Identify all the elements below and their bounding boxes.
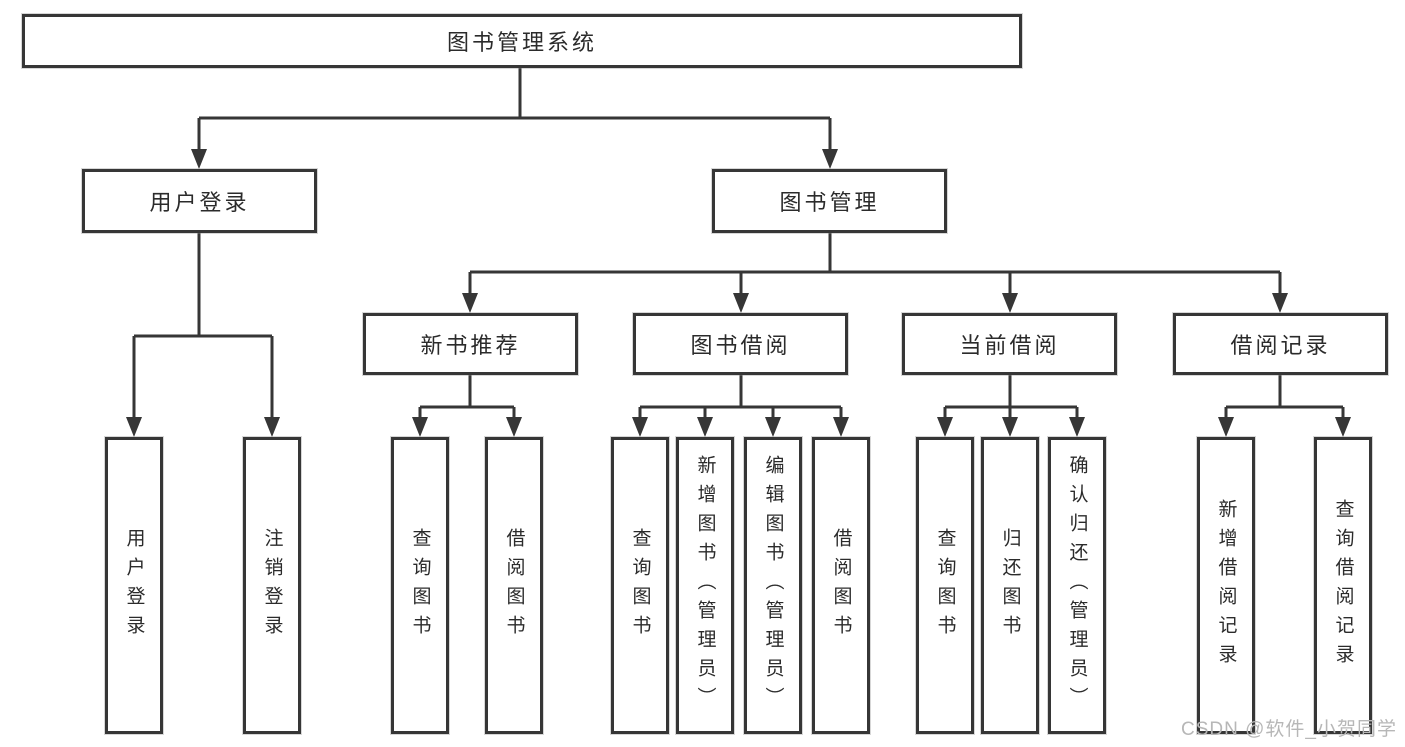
leaf-user-login: 用户登录: [105, 437, 163, 734]
node-book-management: 图书管理: [712, 169, 947, 233]
node-user-login: 用户登录: [82, 169, 317, 233]
leaf-cb-return-book-label: 归还图书: [999, 527, 1021, 644]
leaf-logout-label: 注销登录: [261, 527, 283, 644]
leaf-br-query-record-label: 查询借阅记录: [1332, 498, 1354, 673]
node-current-borrowing: 当前借阅: [902, 313, 1117, 375]
leaf-bb-add-book-label: 新增图书（管理员）: [694, 455, 716, 716]
leaf-bb-borrow-book: 借阅图书: [812, 437, 870, 734]
leaf-user-login-label: 用户登录: [123, 527, 145, 644]
leaf-br-query-record: 查询借阅记录: [1314, 437, 1372, 734]
node-new-book-recommend: 新书推荐: [363, 313, 578, 375]
leaf-rec-query-book: 查询图书: [391, 437, 449, 734]
leaf-rec-borrow-book: 借阅图书: [485, 437, 543, 734]
node-book-borrowing: 图书借阅: [633, 313, 848, 375]
leaf-cb-confirm-return-label: 确认归还（管理员）: [1066, 455, 1088, 716]
leaf-bb-query-book: 查询图书: [611, 437, 669, 734]
arrowheads: [126, 149, 1351, 437]
leaf-rec-query-book-label: 查询图书: [409, 527, 431, 644]
node-user-login-label: 用户登录: [149, 190, 250, 215]
node-borrow-records-label: 借阅记录: [1230, 333, 1331, 358]
leaf-bb-edit-book: 编辑图书（管理员）: [744, 437, 802, 734]
node-book-borrowing-label: 图书借阅: [690, 333, 791, 358]
leaf-bb-add-book: 新增图书（管理员）: [676, 437, 734, 734]
node-new-book-recommend-label: 新书推荐: [420, 333, 521, 358]
leaf-br-add-record-label: 新增借阅记录: [1215, 498, 1237, 673]
node-borrow-records: 借阅记录: [1173, 313, 1388, 375]
leaf-bb-query-book-label: 查询图书: [629, 527, 651, 644]
node-book-management-label: 图书管理: [779, 190, 880, 215]
leaf-cb-return-book: 归还图书: [981, 437, 1039, 734]
leaf-cb-query-book-label: 查询图书: [934, 527, 956, 644]
node-root: 图书管理系统: [22, 14, 1022, 68]
leaf-rec-borrow-book-label: 借阅图书: [503, 527, 525, 644]
leaf-br-add-record: 新增借阅记录: [1197, 437, 1255, 734]
leaf-cb-confirm-return: 确认归还（管理员）: [1048, 437, 1106, 734]
node-current-borrowing-label: 当前借阅: [959, 333, 1060, 358]
leaf-cb-query-book: 查询图书: [916, 437, 974, 734]
leaf-bb-edit-book-label: 编辑图书（管理员）: [762, 455, 784, 716]
node-root-label: 图书管理系统: [446, 30, 597, 55]
leaf-bb-borrow-book-label: 借阅图书: [830, 527, 852, 644]
csdn-watermark: CSDN @软件_小贺同学: [1181, 719, 1397, 740]
leaf-logout: 注销登录: [243, 437, 301, 734]
